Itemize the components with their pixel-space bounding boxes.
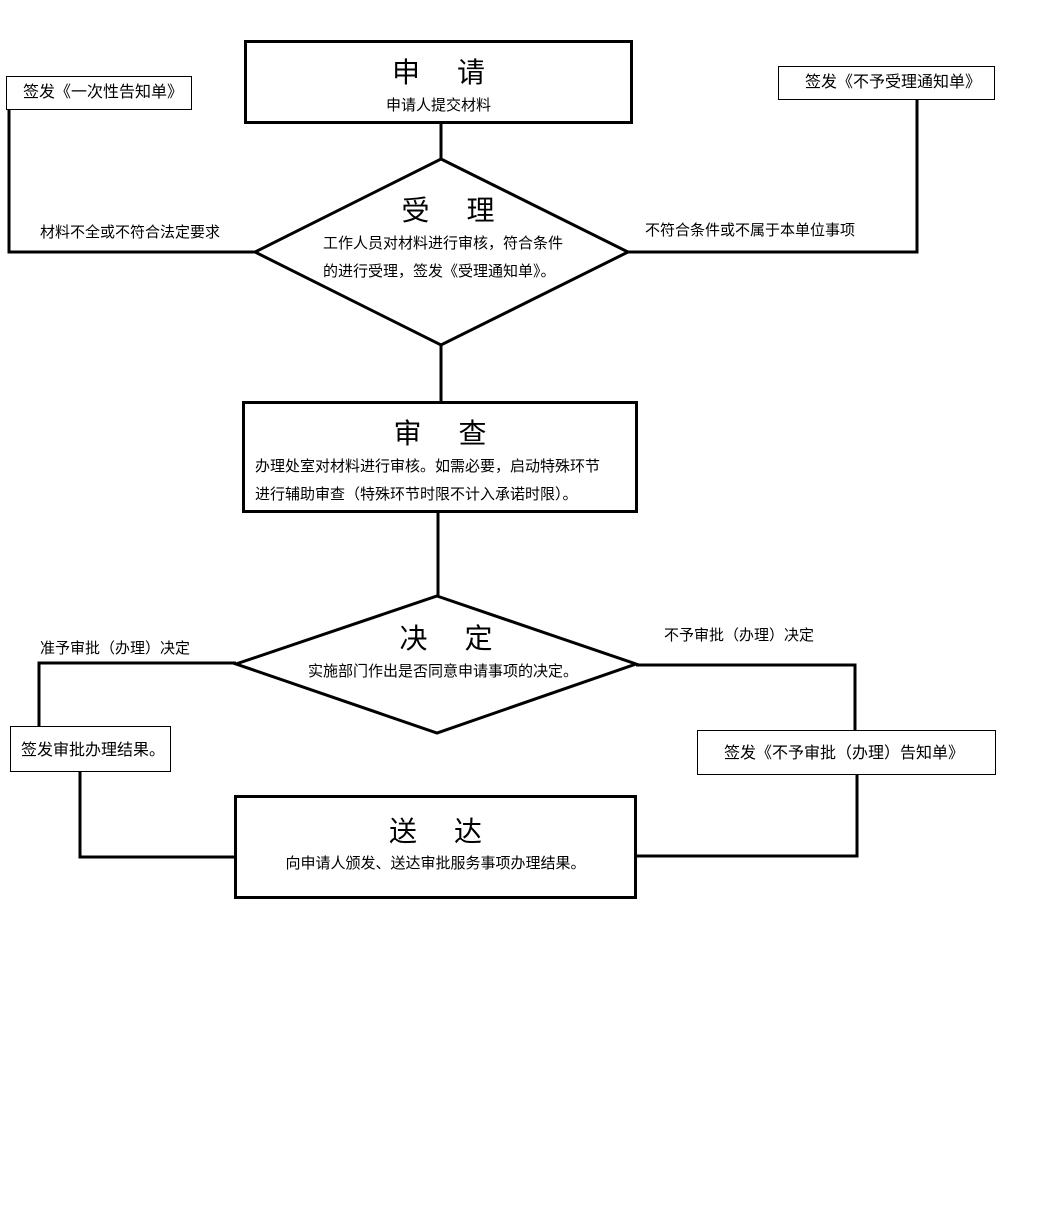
connector-approve: [37, 661, 236, 726]
review-desc-line1: 办理处室对材料进行审核。如需必要，启动特殊环节: [255, 457, 601, 475]
apply-box: 申 请 申请人提交材料: [244, 40, 633, 124]
one-time-notice-box: 签发《一次性告知单》: [6, 76, 192, 110]
deny-notice-box: 签发《不予审批（办理）告知单》: [697, 730, 996, 775]
decide-diamond: [231, 594, 641, 735]
deny-notice-label: 签发《不予审批（办理）告知单》: [724, 743, 965, 762]
deliver-title: 送 达: [389, 815, 496, 848]
reject-notice-box: 签发《不予受理通知单》: [778, 66, 995, 100]
connector-deny: [636, 663, 857, 730]
accept-desc-line2: 的进行受理，签发《受理通知单》。: [323, 262, 556, 280]
approval-result-box: 签发审批办理结果。: [10, 726, 171, 772]
decide-title: 决 定: [399, 622, 507, 655]
apply-title: 申 请: [392, 56, 499, 89]
edge-label-incomplete: 材料不全或不符合法定要求: [40, 223, 221, 241]
apply-desc: 申请人提交材料: [385, 96, 491, 114]
accept-diamond: [251, 157, 632, 347]
accept-desc-line1: 工作人员对材料进行审核，符合条件: [323, 234, 564, 252]
reject-notice-label: 签发《不予受理通知单》: [805, 72, 982, 91]
review-box: 审 查 办理处室对材料进行审核。如需必要，启动特殊环节 进行辅助审查（特殊环节时…: [242, 401, 638, 513]
decide-desc: 实施部门作出是否同意申请事项的决定。: [308, 662, 579, 680]
accept-title: 受 理: [401, 194, 509, 227]
connector-incomplete: [7, 108, 255, 254]
edge-label-approve: 准予审批（办理）决定: [40, 639, 191, 657]
edge-label-not-eligible: 不符合条件或不属于本单位事项: [645, 221, 856, 239]
approval-result-label: 签发审批办理结果。: [21, 740, 166, 759]
connector-not-eligible: [628, 100, 919, 254]
review-desc-line2: 进行辅助审查（特殊环节时限不计入承诺时限）。: [255, 485, 578, 503]
connector-denynotice-deliver: [636, 775, 859, 858]
deliver-box: 送 达 向申请人颁发、送达审批服务事项办理结果。: [234, 795, 637, 899]
review-title: 审 查: [393, 417, 501, 450]
deliver-desc: 向申请人颁发、送达审批服务事项办理结果。: [285, 854, 586, 872]
connector-result-deliver: [78, 772, 236, 859]
edge-label-deny: 不予审批（办理）决定: [664, 626, 815, 644]
one-time-notice-label: 签发《一次性告知单》: [23, 82, 184, 101]
